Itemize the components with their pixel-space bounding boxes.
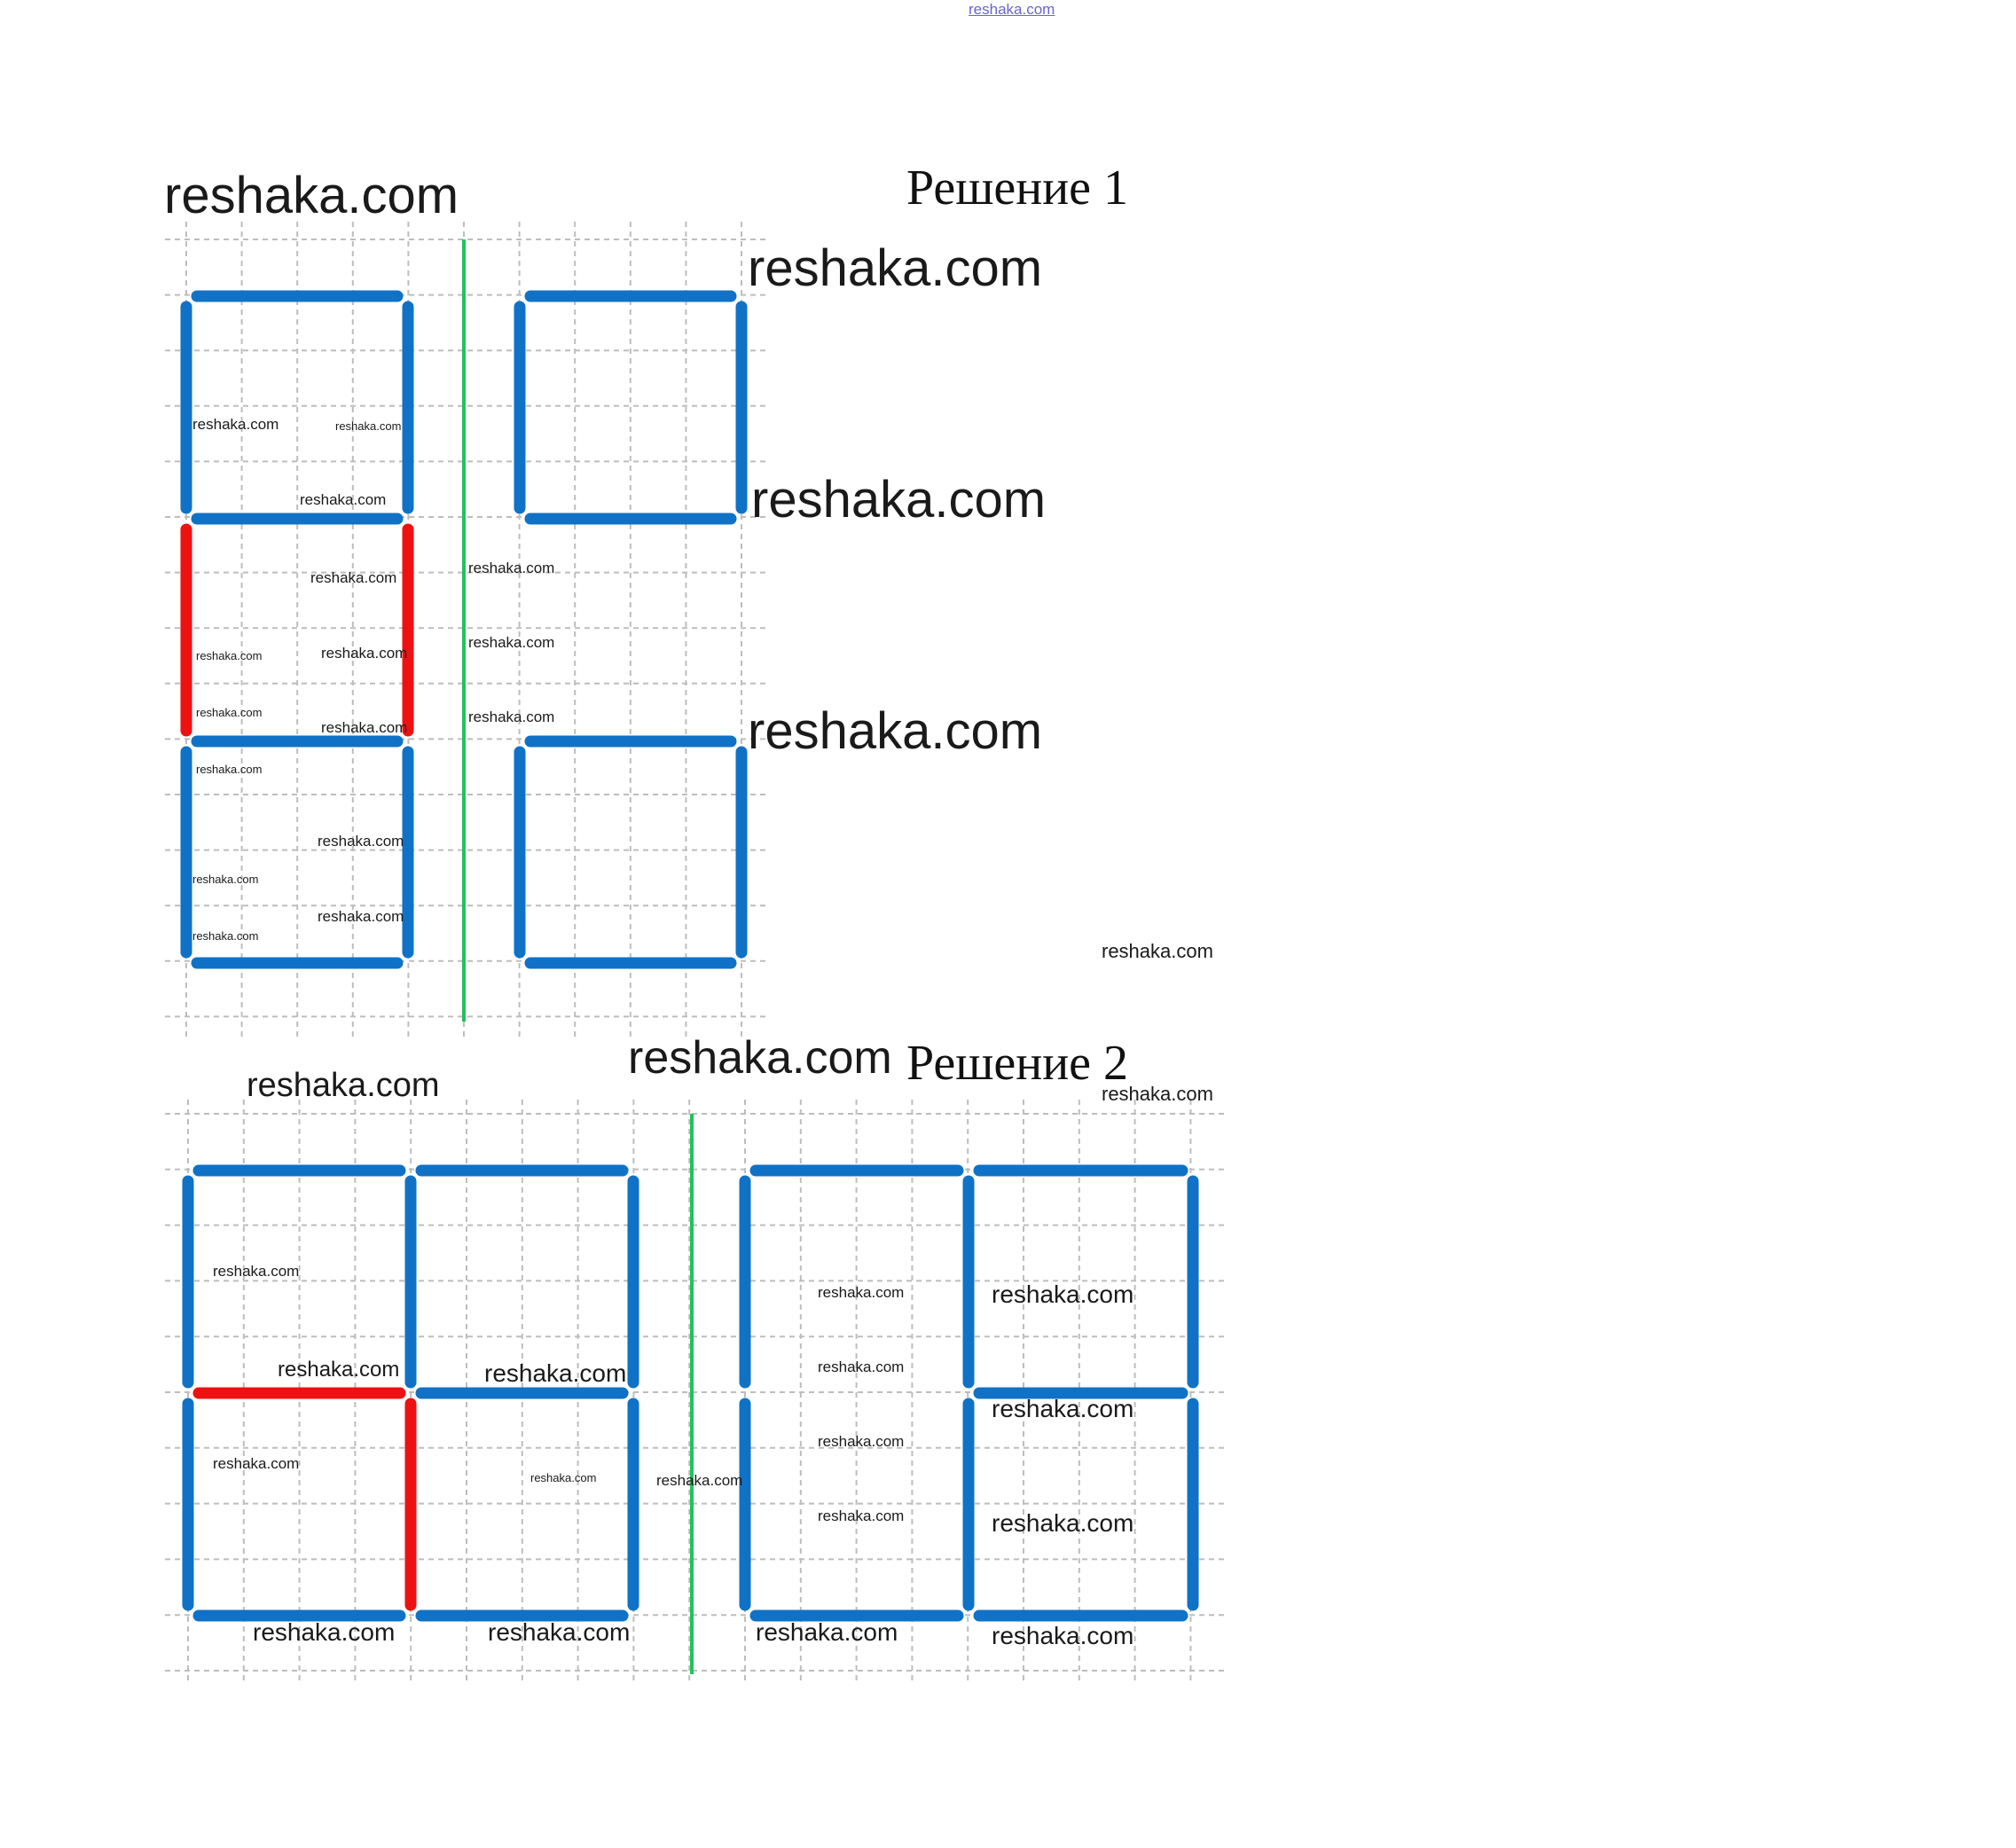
- watermark-text: reshaka.com: [310, 569, 397, 586]
- watermark-text: reshaka.com: [196, 706, 263, 719]
- watermark-text: reshaka.com: [992, 1622, 1134, 1649]
- top-watermark-link[interactable]: reshaka.com: [969, 1, 1055, 18]
- watermark-text: reshaka.com: [628, 1032, 892, 1084]
- watermark-text: reshaka.com: [196, 649, 263, 662]
- watermark-text: reshaka.com: [278, 1358, 400, 1382]
- watermark-text: reshaka.com: [468, 634, 555, 651]
- watermark-text: reshaka.com: [751, 471, 1047, 529]
- watermark-text: reshaka.com: [818, 1507, 905, 1524]
- watermark-text: reshaka.com: [1102, 940, 1213, 962]
- watermark-text: reshaka.com: [484, 1359, 627, 1387]
- divider-lines: [462, 239, 694, 1674]
- watermark-text: reshaka.com: [818, 1359, 905, 1375]
- watermark-text: reshaka.com: [335, 419, 402, 433]
- watermark-text: reshaka.com: [992, 1280, 1134, 1308]
- solution-2-title: Решение 2: [906, 1036, 1129, 1091]
- watermark-text: reshaka.com: [213, 1263, 300, 1280]
- watermark-text: reshaka.com: [748, 702, 1043, 760]
- sticks-solution-1: [180, 290, 748, 969]
- watermark-text: reshaka.com: [318, 833, 404, 850]
- watermark-text: reshaka.com: [530, 1471, 597, 1484]
- watermark-text: reshaka.com: [756, 1618, 898, 1646]
- watermark-text: reshaka.com: [192, 873, 259, 886]
- watermark-text: reshaka.com: [468, 709, 555, 725]
- grid-solution-1: [165, 222, 768, 1038]
- watermark-text: reshaka.com: [253, 1618, 396, 1646]
- watermark-text: reshaka.com: [992, 1509, 1134, 1537]
- watermark-text: reshaka.com: [1102, 1083, 1213, 1105]
- watermark-text: reshaka.com: [247, 1067, 440, 1104]
- watermark-text: reshaka.com: [192, 929, 259, 943]
- watermark-text: reshaka.com: [748, 239, 1043, 297]
- watermark-text: reshaka.com: [318, 908, 404, 925]
- watermark-text: reshaka.com: [321, 719, 408, 736]
- watermark-text: reshaka.com: [992, 1395, 1134, 1422]
- watermark-text: reshaka.com: [321, 645, 408, 662]
- watermark-text: reshaka.com: [488, 1618, 631, 1646]
- watermark-text: reshaka.com: [192, 416, 279, 433]
- watermark-text: reshaka.com: [164, 167, 459, 224]
- watermark-text: reshaka.com: [818, 1433, 905, 1450]
- watermark-text: reshaka.com: [656, 1472, 743, 1489]
- watermark-text: reshaka.com: [300, 491, 387, 508]
- watermark-text: reshaka.com: [213, 1455, 300, 1472]
- watermark-text: reshaka.com: [468, 560, 555, 576]
- watermark-text: reshaka.com: [818, 1284, 905, 1301]
- sticks-solution-2: [182, 1164, 1199, 1622]
- watermark-text: reshaka.com: [196, 763, 263, 776]
- solution-1-title: Решение 1: [906, 161, 1129, 215]
